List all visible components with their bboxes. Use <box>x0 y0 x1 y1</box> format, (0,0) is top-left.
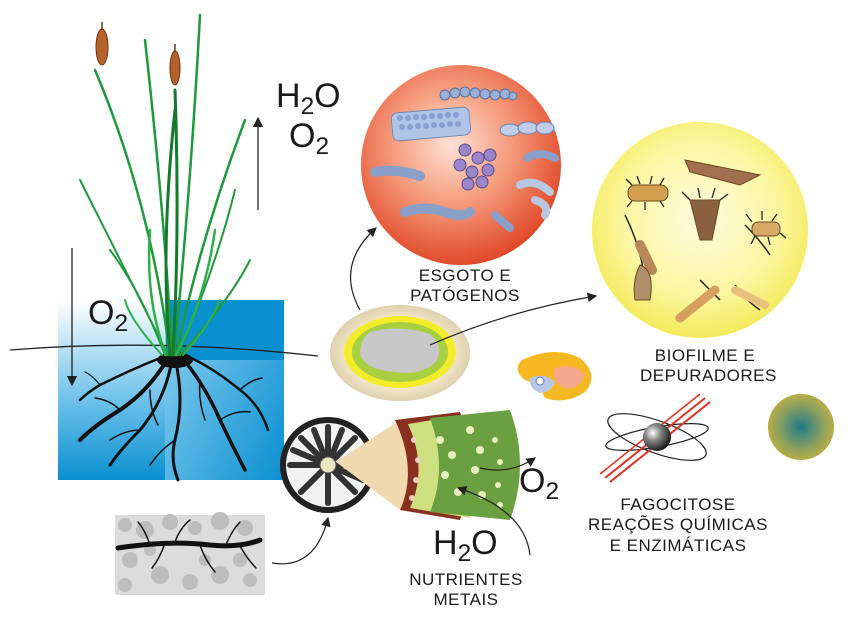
label-nutrients: NUTRIENTES METAIS <box>400 570 532 611</box>
cattail-spikes <box>96 29 180 85</box>
root-cross-section <box>280 410 520 520</box>
atom-symbol <box>600 394 711 482</box>
label-h2o-bottom: H2O <box>433 523 498 568</box>
phagocyte-cell <box>518 352 592 400</box>
label-o2-left: O2 <box>88 293 128 338</box>
enzyme-sphere <box>768 394 834 460</box>
central-capsule <box>330 305 470 401</box>
arrow-to-sewage <box>351 228 376 310</box>
label-sewage: ESGOTO E PATÓGENOS <box>400 266 530 307</box>
label-o2-right: O2 <box>519 461 559 506</box>
sewage-sphere <box>361 65 561 265</box>
label-phagocytosis: FAGOCITOSE REAÇÕES QUÍMICAS E ENZIMÁTICA… <box>583 495 773 556</box>
label-biofilm: BIOFILME E DEPURADORES <box>640 346 770 387</box>
biofilm-sphere <box>592 122 808 338</box>
arrow-soil-to-root <box>272 518 328 564</box>
label-o2-top: O2 <box>289 116 329 161</box>
label-h2o-top: H2O <box>276 76 341 121</box>
soil-block <box>115 512 265 595</box>
